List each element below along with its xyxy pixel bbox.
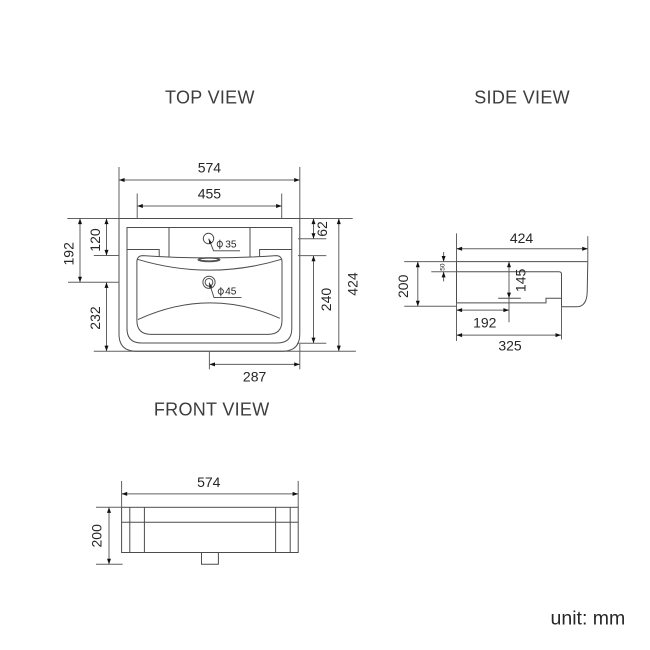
svg-text:574: 574 <box>197 474 221 490</box>
svg-text:192: 192 <box>473 315 497 331</box>
svg-text:35: 35 <box>225 240 237 251</box>
svg-text:45: 45 <box>225 287 237 298</box>
svg-text:240: 240 <box>318 288 334 312</box>
svg-text:FRONT VIEW: FRONT VIEW <box>154 399 270 419</box>
svg-text:200: 200 <box>88 524 104 548</box>
svg-text:455: 455 <box>198 186 222 202</box>
svg-text:200: 200 <box>395 274 411 298</box>
svg-text:62: 62 <box>314 221 330 237</box>
svg-text:424: 424 <box>510 230 534 246</box>
svg-text:50: 50 <box>440 263 447 271</box>
svg-text:120: 120 <box>87 228 103 252</box>
svg-text:325: 325 <box>498 337 522 353</box>
svg-text:unit: mm: unit: mm <box>551 608 626 630</box>
svg-text:SIDE VIEW: SIDE VIEW <box>474 87 570 107</box>
svg-text:287: 287 <box>243 368 267 384</box>
svg-text:232: 232 <box>87 306 103 330</box>
svg-text:192: 192 <box>61 242 77 266</box>
svg-text:145: 145 <box>512 269 528 293</box>
svg-text:424: 424 <box>345 272 361 296</box>
svg-text:TOP VIEW: TOP VIEW <box>165 87 255 107</box>
svg-text:574: 574 <box>198 159 222 175</box>
